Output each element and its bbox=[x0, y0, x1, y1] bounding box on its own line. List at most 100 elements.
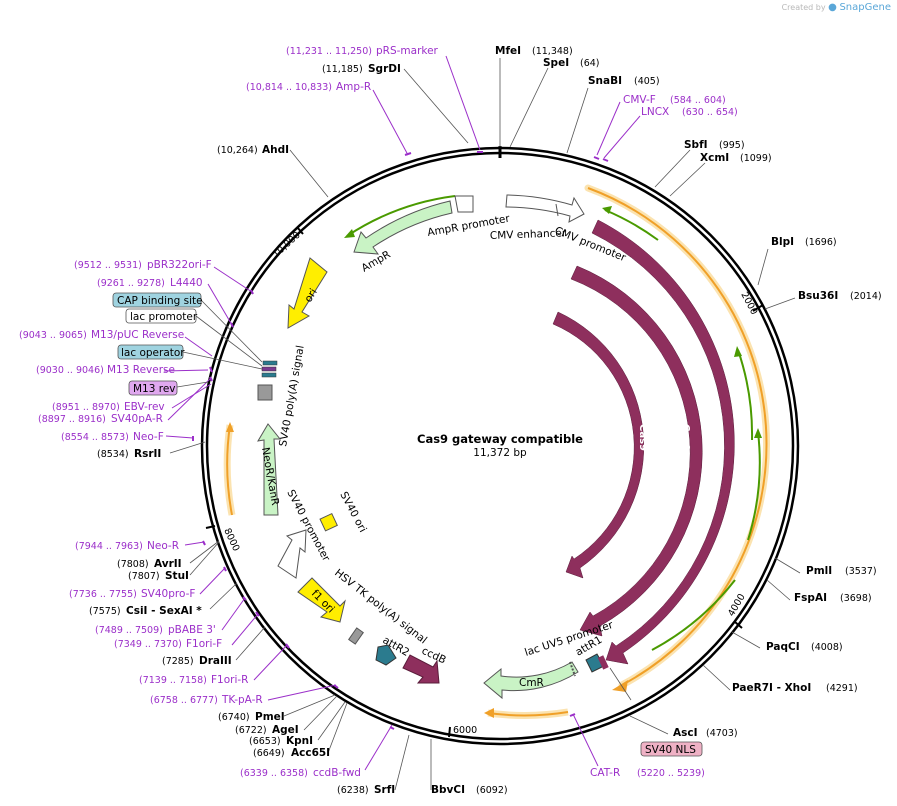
enzyme-draiii-name: DraIII bbox=[199, 655, 232, 667]
tick-label-8000: 8000 bbox=[221, 527, 241, 554]
enzyme-draiii-pos: (7285) bbox=[162, 656, 194, 667]
ampr-feature bbox=[353, 200, 453, 255]
sv40-polya-label: SV40 poly(A) signal bbox=[277, 344, 307, 447]
enzyme-xcmi-name: XcmI bbox=[700, 152, 729, 164]
primer-cmv-f-name: CMV-F bbox=[623, 94, 656, 106]
primer-prs-marker-name: pRS-marker bbox=[376, 45, 439, 57]
f1-ori-feature bbox=[297, 577, 346, 623]
lac-uv5-label: lac UV5 promoter bbox=[523, 619, 615, 659]
primer-amp-r-range: (10,814 .. 10,833) bbox=[246, 82, 332, 93]
lac-promoter-label: lac promoter bbox=[130, 311, 198, 323]
enzyme-bsu36i-name: Bsu36I bbox=[798, 290, 838, 302]
primer-f1ori-r-name: F1ori-R bbox=[211, 674, 248, 686]
sv40-ori-label: SV40 ori bbox=[337, 490, 368, 535]
enzyme-paer7i-xhoi-pos: (4291) bbox=[826, 683, 858, 694]
primer-cmv-f-range: (584 .. 604) bbox=[670, 95, 726, 106]
enzyme-ahdi-pos: (10,264) bbox=[217, 145, 258, 156]
lac-uv5-features bbox=[569, 653, 609, 677]
primer-ebv-rev-range: (8951 .. 8970) bbox=[52, 402, 120, 413]
enzyme-kpni-pos: (6653) bbox=[249, 736, 281, 747]
enzyme-srfi-name: SrfI bbox=[374, 784, 395, 796]
sv40-nls-label: SV40 NLS bbox=[645, 744, 696, 756]
enzyme-rsrii-name: RsrII bbox=[134, 448, 161, 460]
enzyme-srfi-pos: (6238) bbox=[337, 785, 369, 796]
primer-cat-r-name: CAT-R bbox=[590, 767, 620, 779]
enzyme-bsu36i-pos: (2014) bbox=[850, 291, 882, 302]
hsv-tk-polya-feature bbox=[348, 627, 364, 645]
primer-f1ori-f-name: F1ori-F bbox=[186, 638, 222, 650]
primer-m13-puc-reverse-range: (9043 .. 9065) bbox=[19, 330, 87, 341]
enzyme-snabi-pos: (405) bbox=[634, 76, 660, 87]
enzyme-mfei-pos: (11,348) bbox=[532, 46, 573, 57]
enzyme-paqci-name: PaqCI bbox=[766, 641, 800, 653]
enzyme-mfei-name: MfeI bbox=[495, 45, 521, 57]
enzyme-blpi-name: BlpI bbox=[771, 236, 794, 248]
enzyme-leader-lines bbox=[169, 58, 801, 791]
primer-sv40pro-f-range: (7736 .. 7755) bbox=[69, 589, 137, 600]
enzyme-asci-name: AscI bbox=[673, 727, 698, 739]
enzyme-spei-name: SpeI bbox=[543, 57, 569, 69]
enzyme-fspai-pos: (3698) bbox=[840, 593, 872, 604]
cas9-label-inner: Cas9 bbox=[637, 424, 648, 451]
primer-sv40pa-r-name: SV40pA-R bbox=[111, 413, 163, 425]
enzyme-agei-name: AgeI bbox=[272, 724, 299, 736]
primer-f1ori-r-range: (7139 .. 7158) bbox=[139, 675, 207, 686]
primer-pbr322ori-f-range: (9512 .. 9531) bbox=[74, 260, 142, 271]
plasmid-name: Cas9 gateway compatible bbox=[417, 432, 583, 446]
primer-ccdb-fwd-name: ccdB-fwd bbox=[313, 767, 361, 779]
neokanr-feature bbox=[257, 423, 282, 516]
tick-label-10000: 10,000 bbox=[271, 230, 303, 260]
plasmid-length: 11,372 bp bbox=[473, 447, 527, 459]
primer-sv40pa-r-range: (8897 .. 8916) bbox=[38, 414, 106, 425]
primer-tk-pa-r-range: (6758 .. 6777) bbox=[150, 695, 218, 706]
primer-tk-pa-r-name: TK-pA-R bbox=[221, 694, 263, 706]
enzyme-xcmi-pos: (1099) bbox=[740, 153, 772, 164]
enzyme-labels: MfeI (11,348) SpeI (64) SnaBI (405) SbfI… bbox=[89, 45, 882, 796]
enzyme-stui-pos: (7807) bbox=[128, 571, 160, 582]
ccdb-feature bbox=[402, 654, 440, 684]
enzyme-sbfi-pos: (995) bbox=[719, 140, 745, 151]
primer-prs-marker-range: (11,231 .. 11,250) bbox=[286, 46, 372, 57]
sv40-promoter-feature bbox=[277, 529, 307, 579]
hsv-tk-label: HSV TK poly(A) signal bbox=[332, 567, 429, 646]
primer-l4440-name: L4440 bbox=[170, 277, 203, 289]
enzyme-rsrii-pos: (8534) bbox=[97, 449, 129, 460]
cmr-label: CmR bbox=[519, 677, 544, 689]
enzyme-csii-sexai-name: CsiI - SexAI * bbox=[126, 605, 202, 617]
primer-l4440-range: (9261 .. 9278) bbox=[97, 278, 165, 289]
primer-ccdb-fwd-range: (6339 .. 6358) bbox=[240, 768, 308, 779]
primer-amp-r-name: Amp-R bbox=[336, 81, 371, 93]
boxed-labels: CAP binding site lac promoter lac operat… bbox=[112, 292, 703, 757]
cap-binding-site-label: CAP binding site bbox=[117, 295, 203, 307]
enzyme-csii-sexai-pos: (7575) bbox=[89, 606, 121, 617]
primer-m13-reverse-name: M13 Reverse bbox=[107, 364, 175, 376]
primer-pbabe-range: (7489 .. 7509) bbox=[95, 625, 163, 636]
snapgene-logo-icon: ● bbox=[828, 2, 837, 13]
enzyme-ahdi-name: AhdI bbox=[262, 144, 289, 156]
enzyme-bbvci-name: BbvCI bbox=[431, 784, 465, 796]
orf-tracks bbox=[223, 184, 770, 719]
enzyme-paer7i-xhoi-name: PaeR7I - XhoI bbox=[732, 682, 811, 694]
cmr-feature bbox=[483, 661, 579, 700]
enzyme-sgrdi-name: SgrDI bbox=[368, 63, 401, 75]
primer-m13-reverse-range: (9030 .. 9046) bbox=[36, 365, 104, 376]
enzyme-acc65i-name: Acc65I bbox=[291, 747, 330, 759]
primer-leader-lines bbox=[163, 55, 641, 771]
ori-feature bbox=[287, 257, 328, 329]
enzyme-spei-pos: (64) bbox=[580, 58, 600, 69]
enzyme-stui-name: StuI bbox=[165, 570, 189, 582]
primer-m13-puc-reverse-name: M13/pUC Reverse bbox=[91, 329, 184, 341]
primer-labels: (11,231 .. 11,250) pRS-marker (10,814 ..… bbox=[19, 45, 738, 779]
credit-prefix: Created by bbox=[781, 3, 826, 12]
cas9-label-middle: Cas9 bbox=[680, 424, 691, 451]
primer-markers bbox=[192, 151, 609, 730]
cmv-enhancer-label: CMV enhancer bbox=[490, 227, 567, 242]
cas9-features: Cas9 Cas9 Cas9 bbox=[552, 219, 745, 665]
enzyme-sgrdi-pos: (11,185) bbox=[322, 64, 363, 75]
enzyme-acc65i-pos: (6649) bbox=[253, 748, 285, 759]
cas9-label-outer: Cas9 bbox=[734, 433, 745, 460]
primer-neo-r-name: Neo-R bbox=[147, 540, 179, 552]
m13-rev-label: M13 rev bbox=[133, 383, 176, 395]
primer-pbr322ori-f-name: pBR322ori-F bbox=[147, 259, 212, 271]
enzyme-avrii-name: AvrII bbox=[154, 558, 182, 570]
